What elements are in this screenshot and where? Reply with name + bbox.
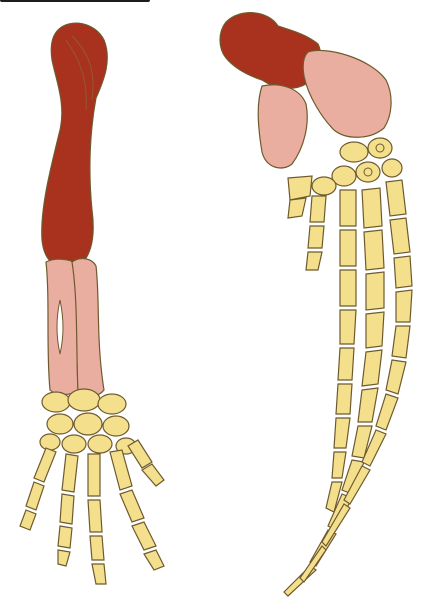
left-limb <box>20 23 164 584</box>
left-digits <box>20 440 164 584</box>
right-limb <box>220 13 412 596</box>
left-humerus <box>42 23 108 269</box>
right-ulna <box>303 50 391 137</box>
right-long-digit-b <box>284 188 384 596</box>
right-radius <box>258 85 307 168</box>
left-carpals <box>40 389 136 454</box>
